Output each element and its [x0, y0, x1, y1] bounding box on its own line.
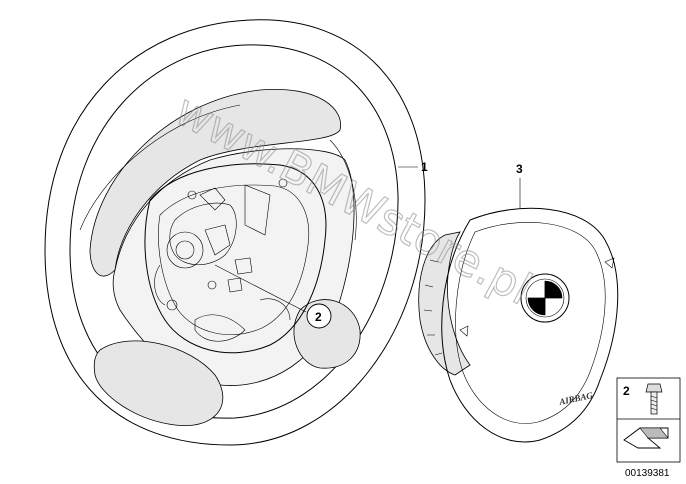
callout-label-1: 1 [421, 160, 428, 174]
legend-item-number: 2 [623, 384, 630, 398]
legend-box: 2 [616, 377, 681, 463]
callout-3: 3 [516, 162, 523, 208]
bolt-icon [645, 383, 663, 415]
airbag-module: AIRBAG [418, 207, 619, 443]
reference-number: 00139381 [625, 468, 670, 479]
callout-label-3: 3 [516, 162, 523, 176]
callout-1: 1 [398, 160, 428, 174]
callout-label-2: 2 [315, 310, 322, 324]
callout-2: 2 [214, 264, 332, 329]
steering-wheel [44, 19, 426, 446]
